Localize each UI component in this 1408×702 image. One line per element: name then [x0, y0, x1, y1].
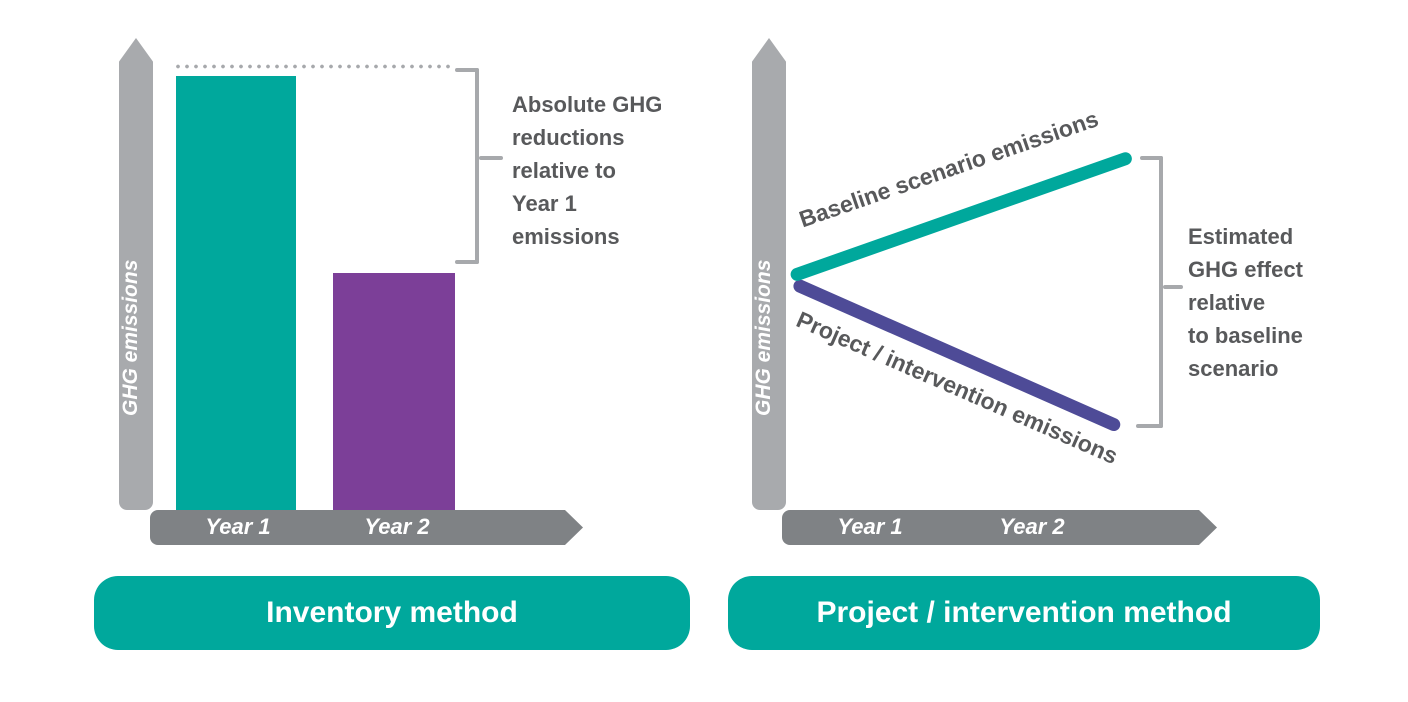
y-axis-label: GHG emissions	[119, 259, 142, 416]
project-line-label: Project / intervention emissions	[792, 306, 1122, 470]
annotation-line: emissions	[512, 224, 620, 249]
effect-bracket-vertical	[1159, 156, 1163, 428]
y-axis-arrow	[752, 38, 786, 510]
project-intervention-emissions-line	[791, 277, 1123, 434]
annotation-line: Absolute GHG	[512, 92, 663, 117]
reduction-annotation: Absolute GHG reductions relative to Year…	[512, 88, 662, 253]
y-axis-label: GHG emissions	[752, 259, 775, 416]
reduction-bracket-top-arm	[455, 68, 479, 72]
year1-bar	[176, 76, 296, 510]
effect-annotation: Estimated GHG effect relative to baselin…	[1188, 220, 1303, 385]
reduction-bracket-vertical	[475, 68, 479, 264]
annotation-line: Estimated	[1188, 224, 1294, 249]
x-axis-label-year2: Year 2	[999, 514, 1065, 539]
reduction-bracket-tick	[479, 156, 503, 160]
annotation-line: to baseline	[1188, 323, 1303, 348]
x-axis-arrow: Year 1 Year 2	[150, 510, 583, 545]
annotation-line: GHG effect	[1188, 257, 1303, 282]
year2-bar	[333, 273, 455, 510]
effect-bracket-tick	[1163, 285, 1183, 289]
effect-bracket-bottom-arm	[1136, 424, 1163, 428]
annotation-line: relative	[1188, 290, 1266, 315]
annotation-line: Year 1	[512, 191, 577, 216]
y-axis-arrow	[119, 38, 153, 510]
x-axis-label-year2: Year 2	[364, 514, 430, 539]
annotation-line: reductions	[512, 125, 625, 150]
x-axis-label-year1: Year 1	[205, 514, 271, 539]
inventory-method-banner: Inventory method	[94, 576, 690, 650]
annotation-line: relative to	[512, 158, 616, 183]
reduction-bracket-bottom-arm	[455, 260, 479, 264]
effect-bracket-top-arm	[1140, 156, 1163, 160]
project-intervention-method-banner: Project / intervention method	[728, 576, 1320, 650]
year1-level-dotted-line	[176, 64, 454, 69]
annotation-line: scenario	[1188, 356, 1279, 381]
x-axis-label-year1: Year 1	[837, 514, 903, 539]
x-axis-arrow: Year 1 Year 2	[782, 510, 1217, 545]
